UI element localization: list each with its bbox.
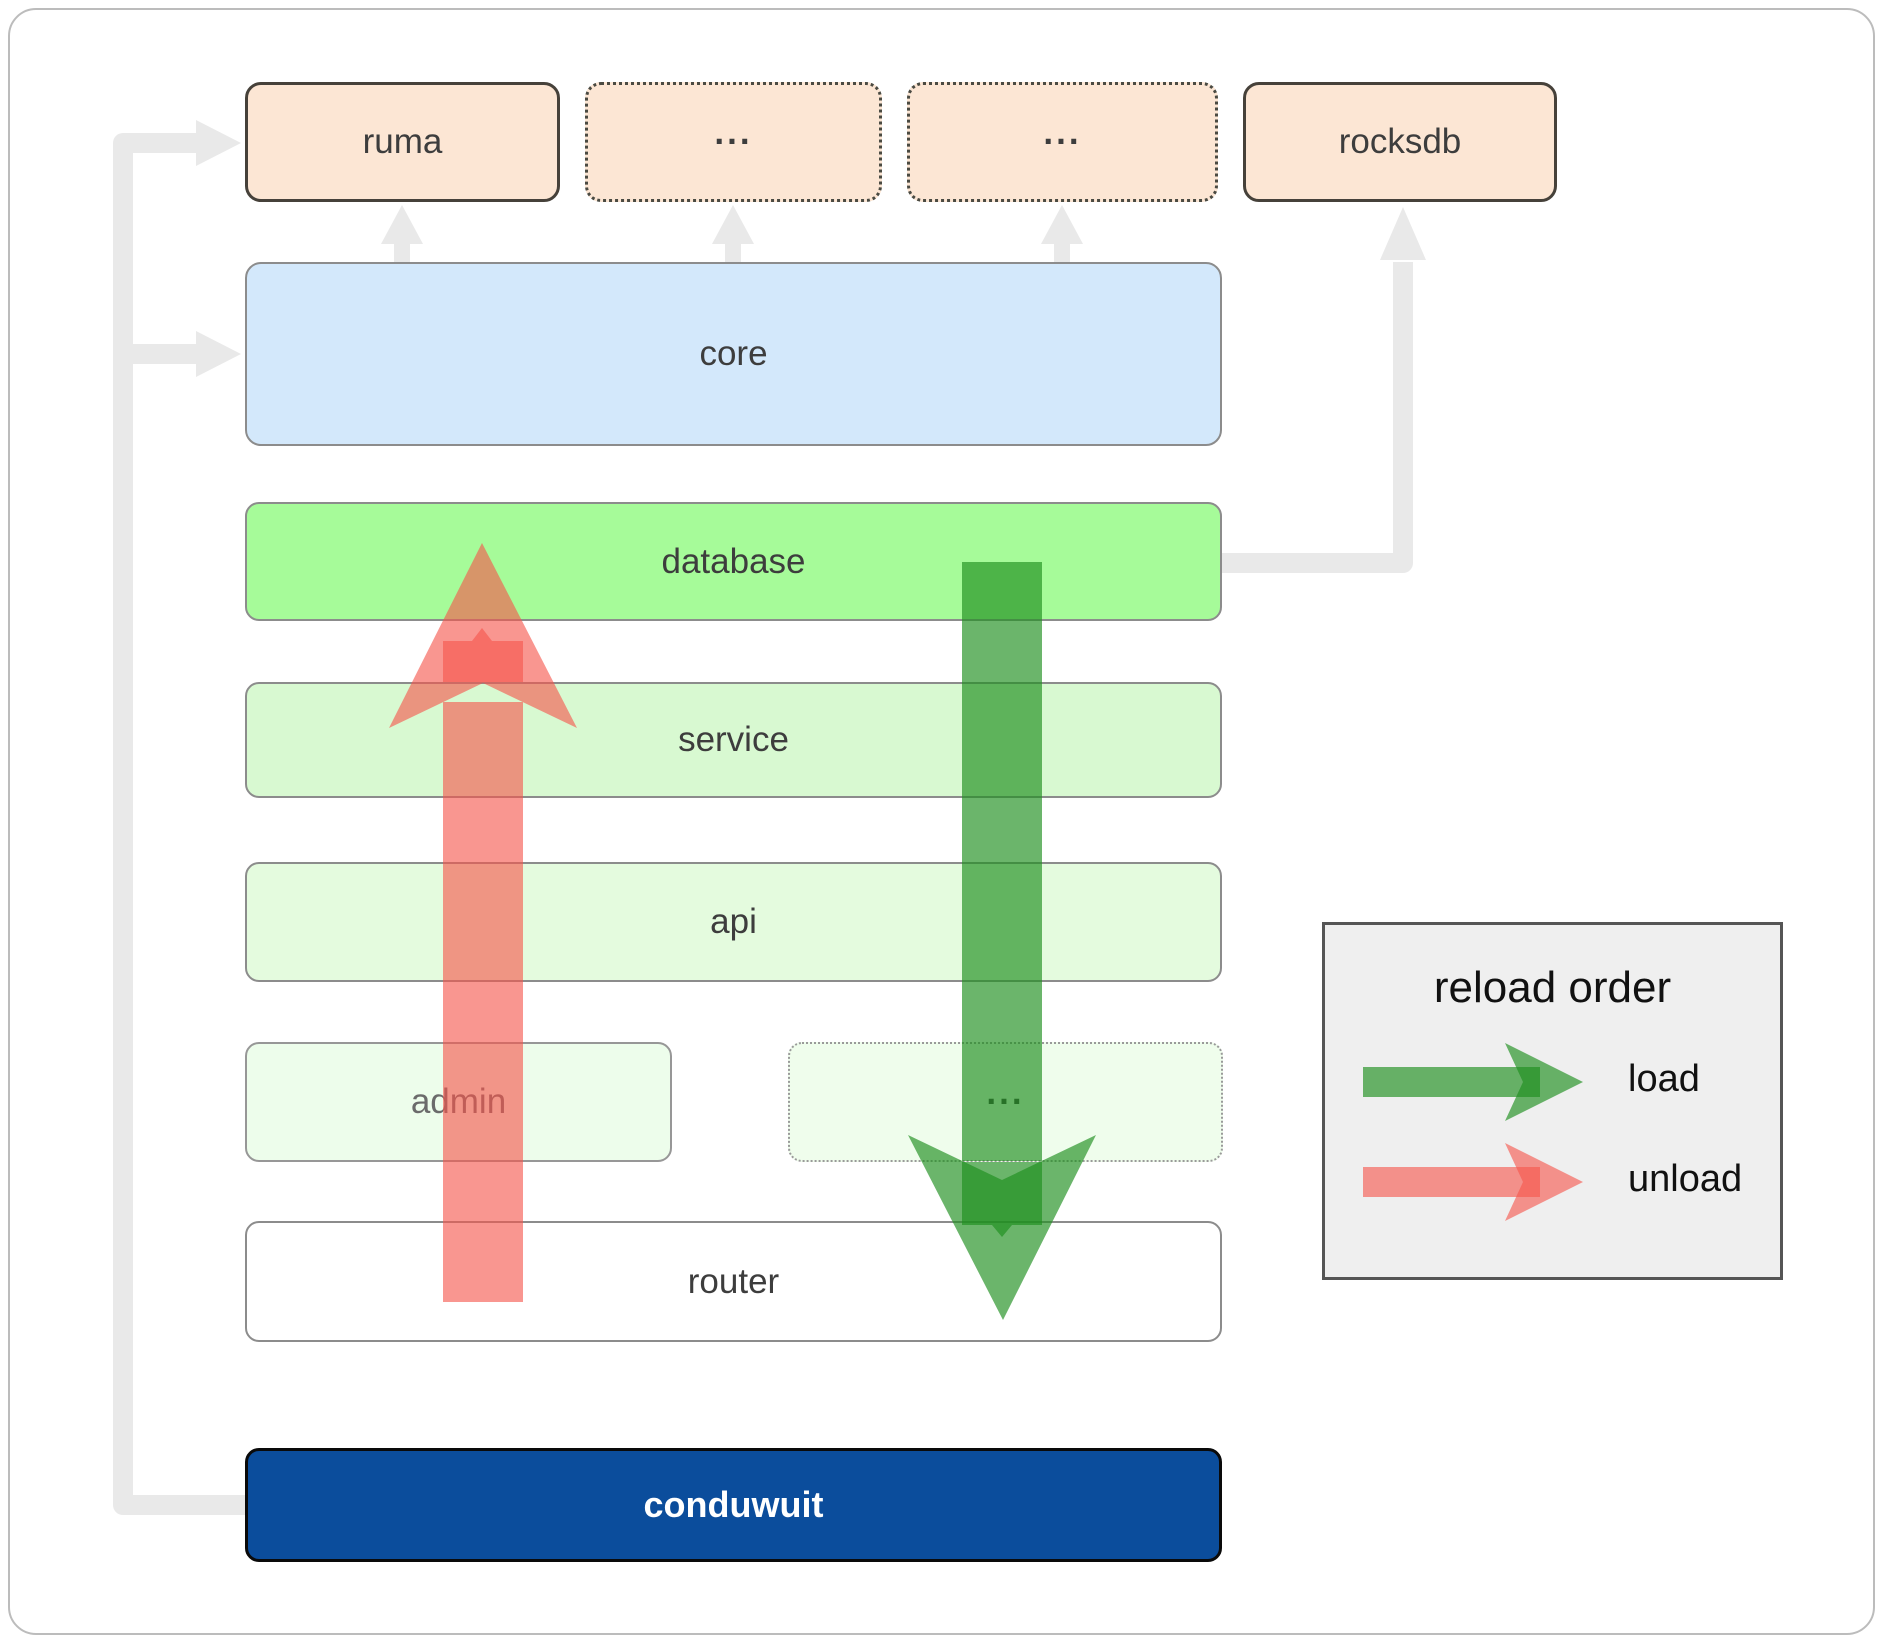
- arrowhead-into-rocksdb-icon: [1380, 207, 1426, 260]
- node-conduwuit-label: conduwuit: [643, 1484, 824, 1525]
- core-up-arrows: [381, 205, 1083, 264]
- node-ellipsis-3[interactable]: ...: [788, 1042, 1223, 1162]
- node-core[interactable]: core: [245, 262, 1222, 446]
- node-core-label: core: [699, 334, 768, 373]
- node-rocksdb-label: rocksdb: [1338, 122, 1462, 161]
- node-ellipsis-3-label: ...: [986, 1073, 1025, 1112]
- node-router[interactable]: router: [245, 1221, 1222, 1342]
- legend-box: reload order: [1322, 922, 1783, 1280]
- node-service-label: service: [678, 720, 789, 759]
- node-conduwuit[interactable]: conduwuit: [245, 1448, 1222, 1562]
- node-ruma[interactable]: ruma: [245, 82, 560, 202]
- node-ellipsis-1[interactable]: ...: [585, 82, 882, 202]
- node-admin[interactable]: admin: [245, 1042, 672, 1162]
- arrowhead-into-ruma-icon: [196, 120, 241, 166]
- node-database-label: database: [661, 541, 806, 581]
- legend-title: reload order: [1433, 963, 1672, 1012]
- node-api-label: api: [710, 902, 757, 941]
- node-rocksdb[interactable]: rocksdb: [1243, 82, 1557, 202]
- legend-unload-label: unload: [1628, 1158, 1743, 1200]
- node-router-label: router: [687, 1261, 780, 1301]
- node-service[interactable]: service: [245, 682, 1222, 798]
- gray-connectors: [113, 120, 1426, 1515]
- node-admin-label: admin: [410, 1082, 507, 1121]
- arrowhead-into-core-icon: [196, 331, 241, 377]
- node-ruma-label: ruma: [362, 122, 443, 161]
- node-ellipsis-1-label: ...: [714, 113, 753, 152]
- node-database[interactable]: database: [245, 502, 1222, 621]
- node-api[interactable]: api: [245, 862, 1222, 982]
- conduwuit-left-line: [113, 133, 245, 1515]
- node-ellipsis-2[interactable]: ...: [907, 82, 1218, 202]
- node-ellipsis-2-label: ...: [1043, 113, 1082, 152]
- legend-load-label: load: [1628, 1058, 1700, 1100]
- database-rocksdb-line: [1222, 262, 1413, 573]
